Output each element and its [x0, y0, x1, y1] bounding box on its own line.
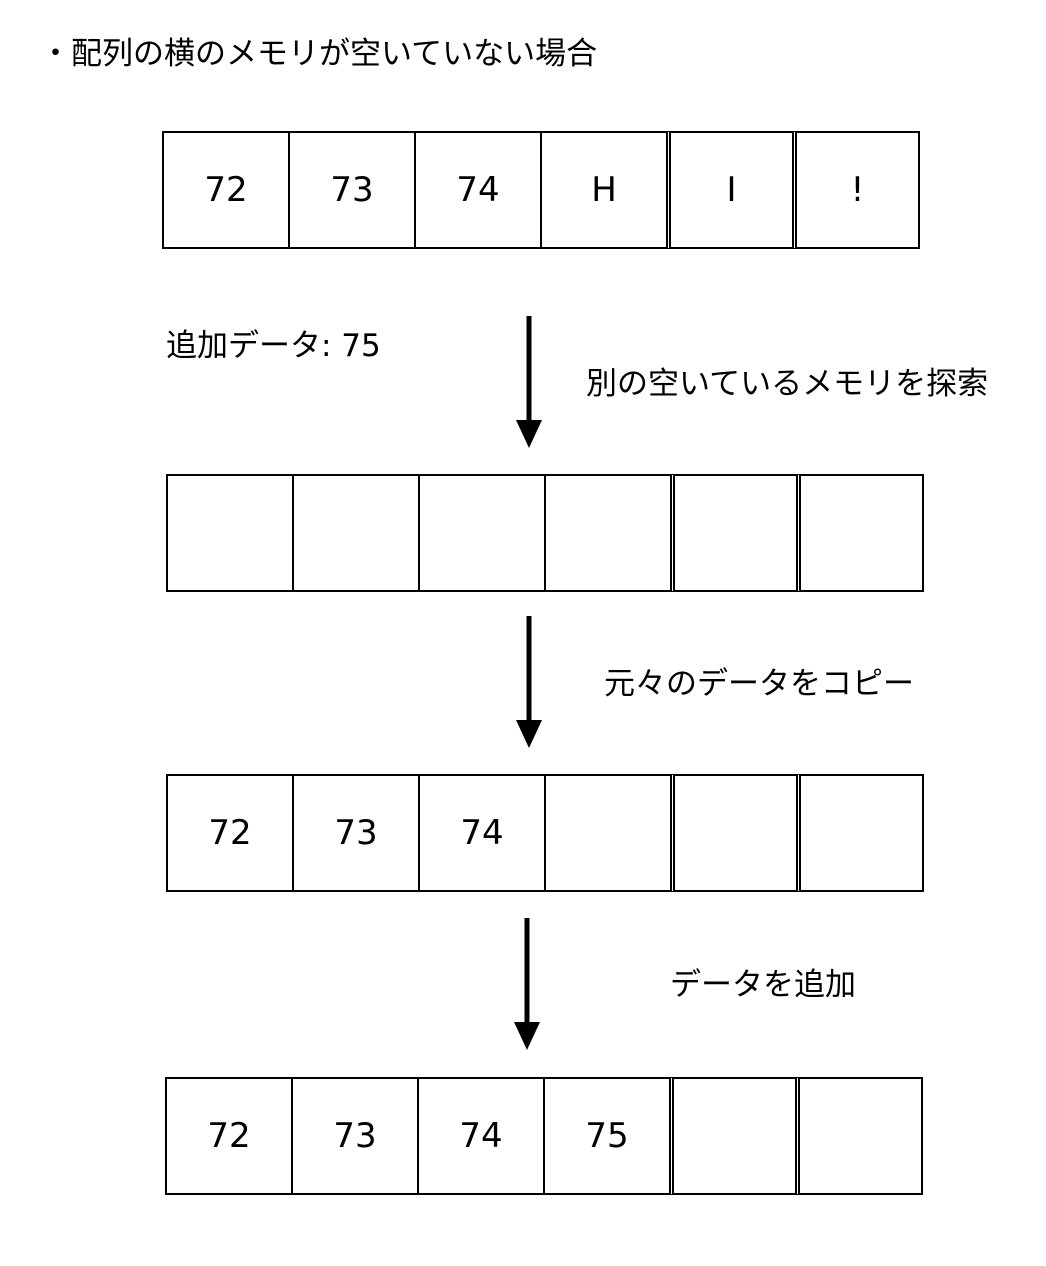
array-appended: 72 73 74 75 — [165, 1077, 923, 1195]
step-label-append: データを追加 — [670, 967, 856, 1003]
step-label-search: 別の空いているメモリを探索 — [586, 366, 989, 402]
down-arrow-icon — [509, 316, 549, 450]
down-arrow-icon — [509, 616, 549, 750]
array-cell: 73 — [288, 131, 416, 249]
array-new-empty — [166, 474, 924, 592]
array-cell — [795, 1077, 923, 1195]
array-cell: H — [540, 131, 668, 249]
diagram-title: ・配列の横のメモリが空いていない場合 — [40, 36, 598, 72]
array-cell: 74 — [417, 1077, 545, 1195]
down-arrow-icon — [507, 918, 547, 1052]
array-cell: 72 — [165, 1077, 293, 1195]
array-cell — [796, 774, 924, 892]
array-cell — [544, 774, 672, 892]
array-cell: ! — [792, 131, 920, 249]
array-cell: I — [666, 131, 794, 249]
array-cell: 73 — [291, 1077, 419, 1195]
array-cell — [670, 474, 798, 592]
array-original: 72 73 74 H I ! — [162, 131, 920, 249]
array-cell: 72 — [162, 131, 290, 249]
add-data-label: 追加データ: 75 — [166, 328, 381, 364]
array-cell: 74 — [414, 131, 542, 249]
array-cell — [670, 774, 798, 892]
step-label-copy: 元々のデータをコピー — [604, 666, 914, 702]
array-cell: 72 — [166, 774, 294, 892]
array-cell: 74 — [418, 774, 546, 892]
array-cell: 75 — [543, 1077, 671, 1195]
array-cell — [418, 474, 546, 592]
array-cell — [544, 474, 672, 592]
array-copied: 72 73 74 — [166, 774, 924, 892]
array-cell: 73 — [292, 774, 420, 892]
array-cell — [292, 474, 420, 592]
array-cell — [166, 474, 294, 592]
array-cell — [796, 474, 924, 592]
array-cell — [669, 1077, 797, 1195]
